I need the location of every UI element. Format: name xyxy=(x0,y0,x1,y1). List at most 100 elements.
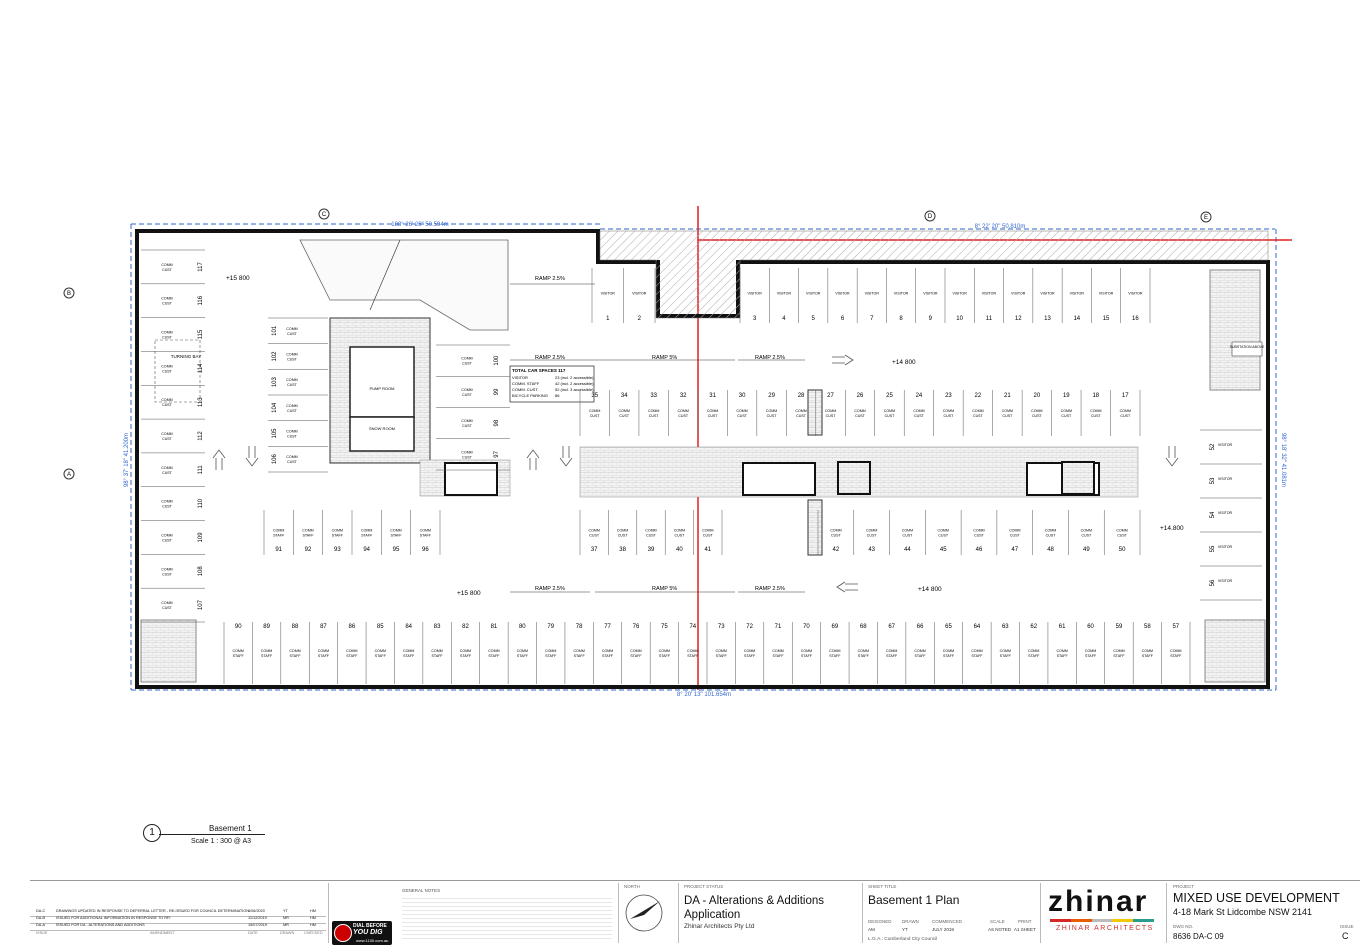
stall-number: 104 xyxy=(272,402,278,413)
rev-date: 4/06/2020 xyxy=(248,909,265,913)
stall-type: VISITOR xyxy=(835,292,850,296)
stall-number: 27 xyxy=(827,393,834,399)
table-cell: 52 (incl. 3 accessible) xyxy=(555,387,594,392)
stall-type: CUST xyxy=(855,414,866,418)
stall-type: COMM xyxy=(161,500,172,504)
stall-number: 63 xyxy=(1002,624,1009,630)
stall-number: 112 xyxy=(198,431,204,441)
stall-number: 113 xyxy=(198,397,204,407)
rl-label: +15 800 xyxy=(457,590,481,597)
stall-number: 117 xyxy=(198,261,204,271)
stall-type: CUST xyxy=(162,302,173,306)
stall-number: 108 xyxy=(198,566,204,577)
stall-type: CUST xyxy=(162,572,173,576)
neighbour-hatch xyxy=(599,230,1269,319)
stall-type: COMM xyxy=(766,409,777,413)
columns xyxy=(140,269,1266,683)
stall-number: 61 xyxy=(1059,624,1066,630)
room-label-snow: SNOW ROOM xyxy=(369,426,395,431)
stall-number: 13 xyxy=(1044,316,1051,322)
stall-type: COMM xyxy=(1028,649,1039,653)
stall-type: CUST xyxy=(938,534,949,538)
table-title: TOTAL CAR SPACES 117 xyxy=(512,368,566,373)
stall-number: 101 xyxy=(272,325,278,336)
stall-type: STAFF xyxy=(943,654,955,658)
stall-type: STAFF xyxy=(659,654,671,658)
stall-type: CUST xyxy=(703,534,714,538)
stall-number: 59 xyxy=(1116,624,1123,630)
stall-number: 95 xyxy=(393,547,400,553)
stall-number: 77 xyxy=(604,624,611,630)
project-name: MIXED USE DEVELOPMENT xyxy=(1173,891,1340,905)
stall-type: STAFF xyxy=(432,654,444,658)
lga: L.G.A.: Cumberland City Council xyxy=(868,937,938,942)
grid-marker-c: C xyxy=(322,212,327,218)
dim-right: 98° 18' 32" 41.081m xyxy=(1280,433,1286,487)
stall-type: CUST xyxy=(287,332,298,336)
stall-number: 9 xyxy=(929,316,933,322)
stall-number: 41 xyxy=(704,547,711,553)
boundary-lines xyxy=(130,223,1277,691)
stall-type: COMM xyxy=(1113,649,1124,653)
logo-subtitle: ZHINAR ARCHITECTS xyxy=(1056,925,1154,932)
stall-type: COMM xyxy=(286,353,297,357)
stall-type: STAFF xyxy=(829,654,841,658)
stall-number: 38 xyxy=(619,547,626,553)
stall-type: CUST xyxy=(1091,414,1102,418)
stall-number: 11 xyxy=(986,316,993,322)
ramp-zone xyxy=(299,239,509,331)
stall-type: CUST xyxy=(162,403,173,407)
rl-label: +14.800 xyxy=(1160,525,1184,532)
stall-type: CUST xyxy=(649,414,660,418)
stall-type: COMM xyxy=(1061,409,1072,413)
table-cell: 86 xyxy=(555,393,560,398)
stall-number: 56 xyxy=(1210,579,1216,586)
ramp-label: RAMP 2.5% xyxy=(535,586,565,592)
stall-type: COMM xyxy=(648,409,659,413)
stall-type: VISITOR xyxy=(1218,579,1233,583)
stall-type: STAFF xyxy=(375,654,387,658)
stall-type: STAFF xyxy=(233,654,245,658)
stall-number: 105 xyxy=(272,428,278,439)
stall-number: 30 xyxy=(739,393,746,399)
stall-type: COMM xyxy=(431,649,442,653)
stall-number: 88 xyxy=(292,624,299,630)
stall-type: STAFF xyxy=(574,654,586,658)
stall-number: 39 xyxy=(648,547,655,553)
stall-type: CUST xyxy=(1002,414,1013,418)
stall-number: 24 xyxy=(916,393,923,399)
rl-label: +14 800 xyxy=(892,359,916,366)
stall-number: 98 xyxy=(494,419,500,426)
rev-id: DA-C xyxy=(36,909,46,913)
stall-type: COMM xyxy=(1142,649,1153,653)
dbyd-url: www.1100.com.au xyxy=(356,938,389,943)
stall-type: COMM xyxy=(460,649,471,653)
rev-desc: ISSUED FOR ADDITIONAL INFORMATION IN RES… xyxy=(56,916,171,920)
view-title-block: 1 Basement 1 Scale 1 : 300 @ A3 xyxy=(143,824,265,848)
stall-type: STAFF xyxy=(602,654,614,658)
stall-type: CUST xyxy=(162,369,173,373)
stall-type: CUST xyxy=(767,414,778,418)
stall-type: CUST xyxy=(162,268,173,272)
stall-type: COMM xyxy=(161,601,172,605)
ramp-label: RAMP 2.5% xyxy=(755,355,785,361)
stall-type: COMM xyxy=(461,388,472,392)
meta-value: A1 SHEET xyxy=(1014,927,1036,932)
stall-type: VISITOR xyxy=(806,292,821,296)
stall-type: COMM xyxy=(1000,649,1011,653)
stall-type: COMM xyxy=(589,409,600,413)
stall-number: 20 xyxy=(1033,393,1040,399)
stall-type: COMM xyxy=(830,529,841,533)
status-label: PROJECT STATUS xyxy=(684,884,724,889)
stall-number: 31 xyxy=(709,393,716,399)
turning-bay xyxy=(154,339,201,403)
stall-type: CUST xyxy=(618,534,629,538)
stall-number: 14 xyxy=(1073,316,1080,322)
stall-type: COMM xyxy=(589,529,600,533)
table-cell: 42 (incl. 2 accessible) xyxy=(555,381,594,386)
stall-number: 1 xyxy=(606,316,610,322)
stall-number: 80 xyxy=(519,624,526,630)
stall-number: 29 xyxy=(768,393,775,399)
stall-number: 67 xyxy=(888,624,895,630)
rl-label: +14 800 xyxy=(918,586,942,593)
